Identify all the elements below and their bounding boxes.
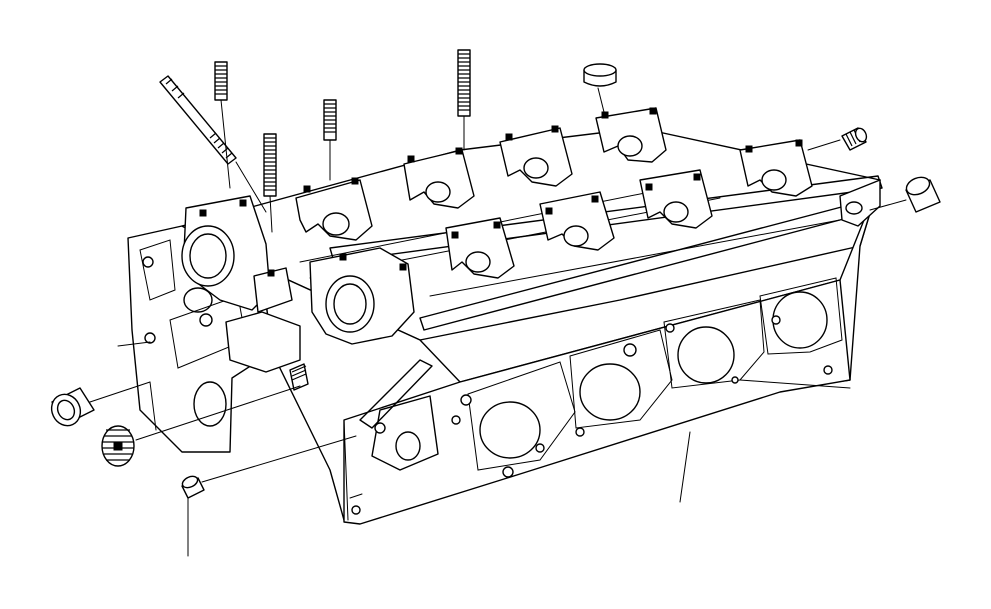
plug-cap-left (50, 387, 95, 427)
cylinder-head (127, 127, 883, 525)
dowel-sleeve (181, 475, 205, 499)
stud-4 (457, 49, 471, 117)
threaded-plug-side (289, 363, 309, 391)
leader-lines (89, 87, 907, 557)
threaded-plug-left (101, 425, 135, 467)
threaded-plug-right (841, 127, 868, 151)
stud-2 (323, 99, 337, 141)
cam-bearing-cap-row-rear (295, 107, 813, 241)
core-plug-right (905, 176, 941, 213)
long-stud (159, 75, 237, 165)
cam-bearing-cap-row-front (181, 169, 713, 345)
stud-3 (263, 133, 277, 197)
plug-cap-top (583, 63, 617, 87)
stud-1 (214, 61, 228, 101)
